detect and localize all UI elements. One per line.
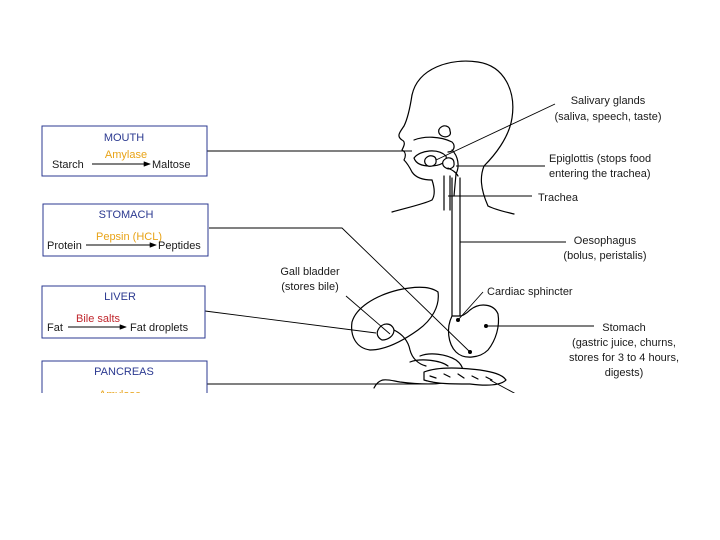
leader-stomach-box <box>209 227 471 353</box>
label-salivary-detail: (saliva, speech, taste) <box>555 111 662 123</box>
stomach-box-frame <box>42 203 209 257</box>
liver-box-enzyme: Bile salts <box>76 313 121 325</box>
label-trachea: Trachea <box>538 192 579 204</box>
label-salivary-glands: Salivary glands <box>571 95 646 107</box>
anatomy-labels: Salivary glands (saliva, speech, taste) … <box>280 95 679 379</box>
intestine-loop <box>409 359 449 367</box>
label-stomach-detail-1: (gastric juice, churns, <box>572 337 676 349</box>
label-epiglottis: Epiglottis (stops food <box>549 153 651 165</box>
shoulder-line <box>487 205 515 215</box>
label-stomach-detail-3: digests) <box>605 367 644 379</box>
liver-box-product: Fat droplets <box>130 322 189 334</box>
stomach-box-substrate: Protein <box>47 240 82 252</box>
label-stomach: Stomach <box>602 322 645 334</box>
liver-box-substrate: Fat <box>47 322 63 334</box>
face-profile <box>398 94 433 181</box>
liver-box: LIVER Bile salts Fat Fat droplets <box>41 285 206 339</box>
mouth-box: MOUTH Amylase Starch Maltose <box>41 125 208 177</box>
liver-organ <box>351 286 439 351</box>
salivary-gland-3 <box>442 157 455 170</box>
leader-lines <box>204 103 594 395</box>
label-cardiac-sphincter: Cardiac sphincter <box>487 286 573 298</box>
leader-cardiac <box>457 291 484 321</box>
leader-pancreas-right <box>489 379 517 395</box>
bile-duct <box>393 329 427 367</box>
label-oesophagus: Oesophagus <box>574 235 637 247</box>
liver-box-title: LIVER <box>104 291 136 303</box>
label-stomach-detail-2: stores for 3 to 4 hours, <box>569 352 679 364</box>
stomach-box-product: Peptides <box>158 240 201 252</box>
epiglottis <box>447 167 459 177</box>
mouth-box-frame <box>41 125 208 177</box>
stomach-box-enzyme: Pepsin (HCL) <box>96 231 162 243</box>
salivary-gland-1 <box>438 125 451 138</box>
pancreas-texture <box>429 373 493 381</box>
label-epiglottis-detail: entering the trachea) <box>549 168 651 180</box>
gall-bladder-organ <box>376 323 395 341</box>
stomach-dot <box>484 324 488 328</box>
nasal-cavity <box>413 136 455 153</box>
salivary-gland-2 <box>424 155 437 167</box>
anatomy-illustration <box>351 60 515 389</box>
stomach-box-dot <box>468 350 472 354</box>
label-oesophagus-detail: (bolus, peristalis) <box>563 250 646 262</box>
pancreas-box-title: PANCREAS <box>94 366 154 378</box>
label-gall-bladder: Gall bladder <box>280 266 340 278</box>
leader-liver <box>204 310 377 334</box>
oesophagus-tube <box>451 177 461 317</box>
pancreas-organ <box>423 367 507 386</box>
neck-front <box>391 179 435 213</box>
mouth-box-enzyme: Amylase <box>105 149 147 161</box>
mouth-box-substrate: Starch <box>52 159 84 171</box>
stomach-box-title: STOMACH <box>99 209 154 221</box>
mouth-box-product: Maltose <box>152 159 191 171</box>
stomach-box: STOMACH Pepsin (HCL) Protein Peptides <box>42 203 209 257</box>
cardiac-dot <box>456 318 460 322</box>
head-outline <box>411 60 514 207</box>
label-gall-bladder-detail: (stores bile) <box>281 281 338 293</box>
mouth-box-title: MOUTH <box>104 132 144 144</box>
leader-salivary <box>435 103 556 161</box>
trachea-tube <box>443 175 451 211</box>
stomach-organ <box>447 304 500 358</box>
crop-mask <box>0 393 720 540</box>
leader-gall-bladder <box>345 295 391 335</box>
